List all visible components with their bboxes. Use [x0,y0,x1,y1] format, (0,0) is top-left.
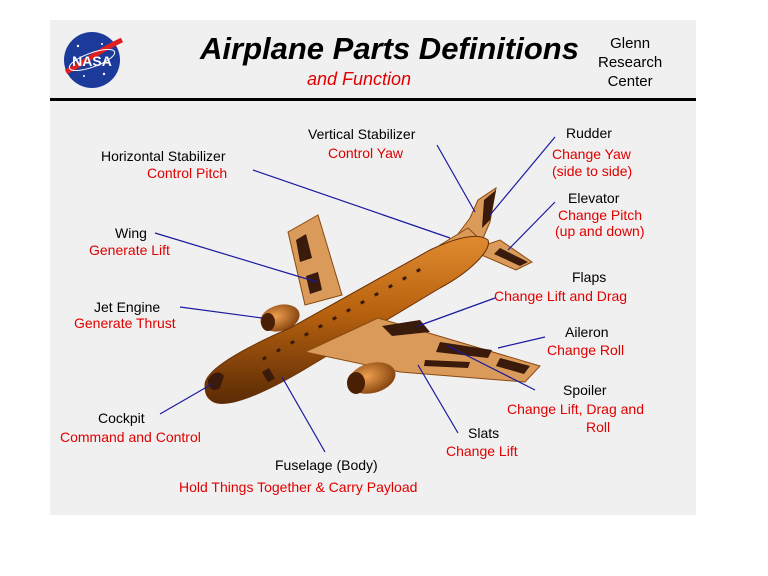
center-name-line: Center [607,73,653,90]
title-divider [50,98,696,101]
leader-rudder [489,136,556,216]
label-jet-engine-name: Jet Engine [94,299,161,315]
label-jet-engine-function: Generate Thrust [74,315,176,331]
far-wing [287,214,343,306]
leader-horizontal-stabilizer [252,169,451,239]
label-spoiler-name: Spoiler [563,382,607,398]
leader-slats [417,364,459,434]
label-slats-function: Change Lift [446,443,518,459]
far-jet-engine [260,304,300,332]
fuselage-shape [204,235,489,404]
label-vertical-stabilizer-name: Vertical Stabilizer [308,126,416,142]
center-name-line: Research [598,54,663,71]
label-elevator-name: Elevator [568,190,620,206]
label-flaps-name: Flaps [572,269,607,285]
label-rudder-name: Rudder [566,125,612,141]
label-aileron-name: Aileron [565,324,609,340]
label-flaps-function: Change Lift and Drag [494,288,628,304]
page-subtitle: and Function [307,69,412,89]
near-jet-engine [347,362,396,394]
near-wing [303,317,541,383]
label-slats-name: Slats [468,425,500,441]
label-spoiler-function-line1: Change Lift, Drag and [507,401,644,417]
label-horizontal-stabilizer-function: Control Pitch [147,165,228,181]
center-name-line: Glenn [610,35,651,52]
label-fuselage-function: Hold Things Together & Carry Payload [179,479,418,495]
leader-flaps [417,297,496,327]
label-spoiler-function-line2: Roll [586,419,611,435]
nasa-logo: NASA [64,32,124,88]
leader-vertical-stabilizer [436,144,476,213]
label-cockpit-name: Cockpit [98,410,145,426]
label-wing-function: Generate Lift [89,242,170,258]
label-elevator-function-line1: Change Pitch [558,207,643,223]
label-rudder-function-line2: (side to side) [552,163,633,179]
leader-wing [154,232,318,283]
label-aileron-function: Change Roll [547,342,625,358]
leader-elevator [507,201,556,251]
nasa-logo-text: NASA [72,53,112,69]
center-name: Glenn Research Center [598,34,662,91]
label-vertical-stabilizer-function: Control Yaw [328,145,403,161]
leader-jet-engine [179,306,263,319]
label-rudder-function-line1: Change Yaw [552,146,631,162]
label-fuselage-name: Fuselage (Body) [275,457,378,473]
leader-fuselage [281,376,326,453]
label-cockpit-function: Command and Control [60,429,201,445]
leader-aileron [497,336,546,349]
leader-spoiler [447,345,536,391]
label-horizontal-stabilizer-name: Horizontal Stabilizer [101,148,226,164]
leader-lines [154,136,556,453]
page-title: Airplane Parts Definitions [200,31,579,66]
label-wing-name: Wing [115,225,147,241]
label-elevator-function-line2: (up and down) [555,223,645,239]
leader-cockpit [159,383,213,415]
diagram-panel [50,20,696,515]
